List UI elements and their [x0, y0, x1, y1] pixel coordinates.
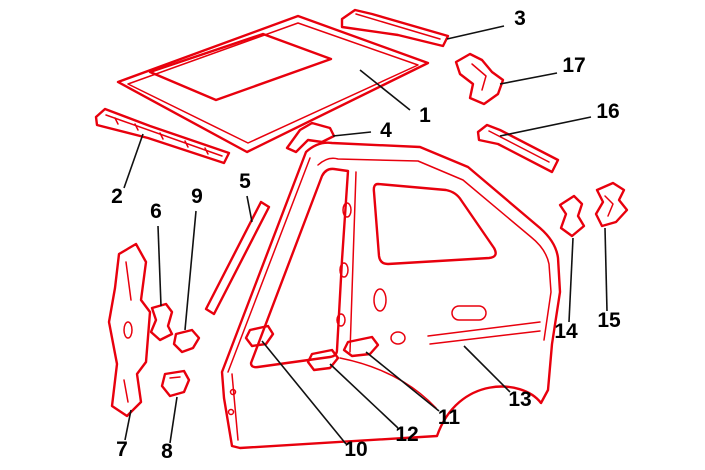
roof-outline	[116, 14, 430, 154]
pillar7-outline	[107, 242, 152, 418]
door-handle-opening	[451, 305, 487, 321]
roof-bow-outline	[340, 8, 450, 48]
rail16-outline	[476, 123, 560, 174]
pillar7-inner	[123, 261, 132, 403]
leader-line-15	[604, 227, 608, 312]
rail16-inner	[488, 130, 550, 163]
roof-inner-line	[127, 22, 419, 144]
part-shape-bracket-11	[342, 335, 380, 358]
bracket12-outline	[306, 348, 340, 372]
part-shape-bracket-12	[306, 348, 340, 372]
rail2-ticks	[114, 117, 209, 155]
quarter-hole-1	[373, 288, 387, 312]
bracket10-outline	[244, 324, 275, 348]
front-hole-1	[229, 388, 237, 396]
strip5-outline	[204, 200, 271, 316]
leader-line-16	[499, 116, 592, 137]
pillar-hole-2	[339, 262, 349, 278]
leader-line-17	[499, 72, 558, 85]
part-shape-pillar-molding	[204, 200, 271, 316]
leader-line-1	[359, 69, 411, 111]
part-shape-rear-header-bracket	[454, 52, 505, 106]
bracket15-outline	[594, 181, 629, 228]
callout-number-12: 12	[395, 423, 418, 446]
leader-line-7	[124, 409, 132, 441]
quarter-hole-2	[390, 331, 406, 345]
leader-line-2	[123, 133, 144, 189]
part-shape-roof-bow	[340, 8, 450, 48]
sunroof-opening	[148, 32, 333, 102]
callout-number-2: 2	[111, 185, 123, 208]
bracket8-outline	[160, 369, 191, 398]
bracket17-outline	[454, 52, 505, 106]
pillar7-hole	[123, 321, 133, 339]
quarter-crease-lines	[427, 321, 541, 345]
leader-line-11	[365, 351, 440, 412]
part-shape-bracket-14	[558, 194, 586, 238]
callout-number-14: 14	[554, 320, 578, 343]
part-shape-bracket-10	[244, 324, 275, 348]
part-shape-roof-panel	[116, 14, 430, 154]
part-shape-bracket-6	[149, 302, 174, 342]
bracket17-inner	[471, 63, 487, 91]
part-shape-body-side-panel	[220, 141, 562, 450]
leader-line-13	[463, 345, 511, 393]
bracket11-outline	[342, 335, 380, 358]
bracket9-outline	[172, 328, 201, 354]
callout-number-10: 10	[344, 438, 367, 461]
roof-bow-inner-line	[355, 13, 441, 40]
dogleg-edge	[339, 357, 437, 409]
callout-number-7: 7	[116, 438, 128, 461]
b-pillar-rear-edge	[349, 171, 357, 353]
rail2-inner	[105, 114, 223, 157]
leader-line-14	[568, 237, 574, 323]
callout-number-13: 13	[508, 388, 531, 411]
part-shape-hinge-pillar	[107, 242, 152, 418]
part-shape-bracket-8	[160, 369, 191, 398]
a-pillar-inner-line	[227, 157, 311, 373]
callout-number-11: 11	[438, 406, 461, 429]
rail2-outline	[94, 107, 231, 165]
part-shape-bracket-9	[172, 328, 201, 354]
callout-number-9: 9	[191, 185, 203, 208]
leader-line-8	[169, 396, 178, 444]
part-shape-roof-side-rail	[94, 107, 231, 165]
bracket8-inner	[169, 376, 181, 379]
bracket14-outline	[558, 194, 586, 238]
callout-number-8: 8	[161, 440, 173, 463]
callout-number-15: 15	[597, 309, 621, 332]
leader-line-5	[246, 195, 253, 223]
callout-number-1: 1	[419, 104, 431, 127]
leader-line-4	[332, 131, 372, 137]
leader-line-12	[329, 363, 399, 429]
front-hole-2	[227, 408, 235, 416]
leader-line-6	[157, 225, 162, 307]
bracket15-inner	[604, 195, 614, 217]
part-shape-rear-rail	[476, 123, 560, 174]
leader-line-3	[446, 25, 505, 40]
pillar-hole-3	[336, 313, 346, 327]
callout-number-4: 4	[380, 119, 392, 142]
callout-number-3: 3	[514, 7, 526, 30]
pillar-hole-1	[342, 202, 352, 218]
callout-number-6: 6	[150, 200, 162, 223]
callout-number-16: 16	[596, 100, 619, 123]
door-opening	[249, 167, 350, 369]
quarter-window-opening	[372, 182, 497, 266]
leader-line-10	[261, 340, 347, 445]
roof-rail-inner-line	[317, 157, 552, 341]
aperture-outline	[220, 141, 562, 450]
bracket6-outline	[149, 302, 174, 342]
front-edge-inner	[231, 373, 239, 441]
part-shape-bracket-15	[594, 181, 629, 228]
callout-number-17: 17	[562, 54, 585, 77]
callout-number-5: 5	[239, 170, 251, 193]
leader-line-9	[184, 210, 197, 331]
